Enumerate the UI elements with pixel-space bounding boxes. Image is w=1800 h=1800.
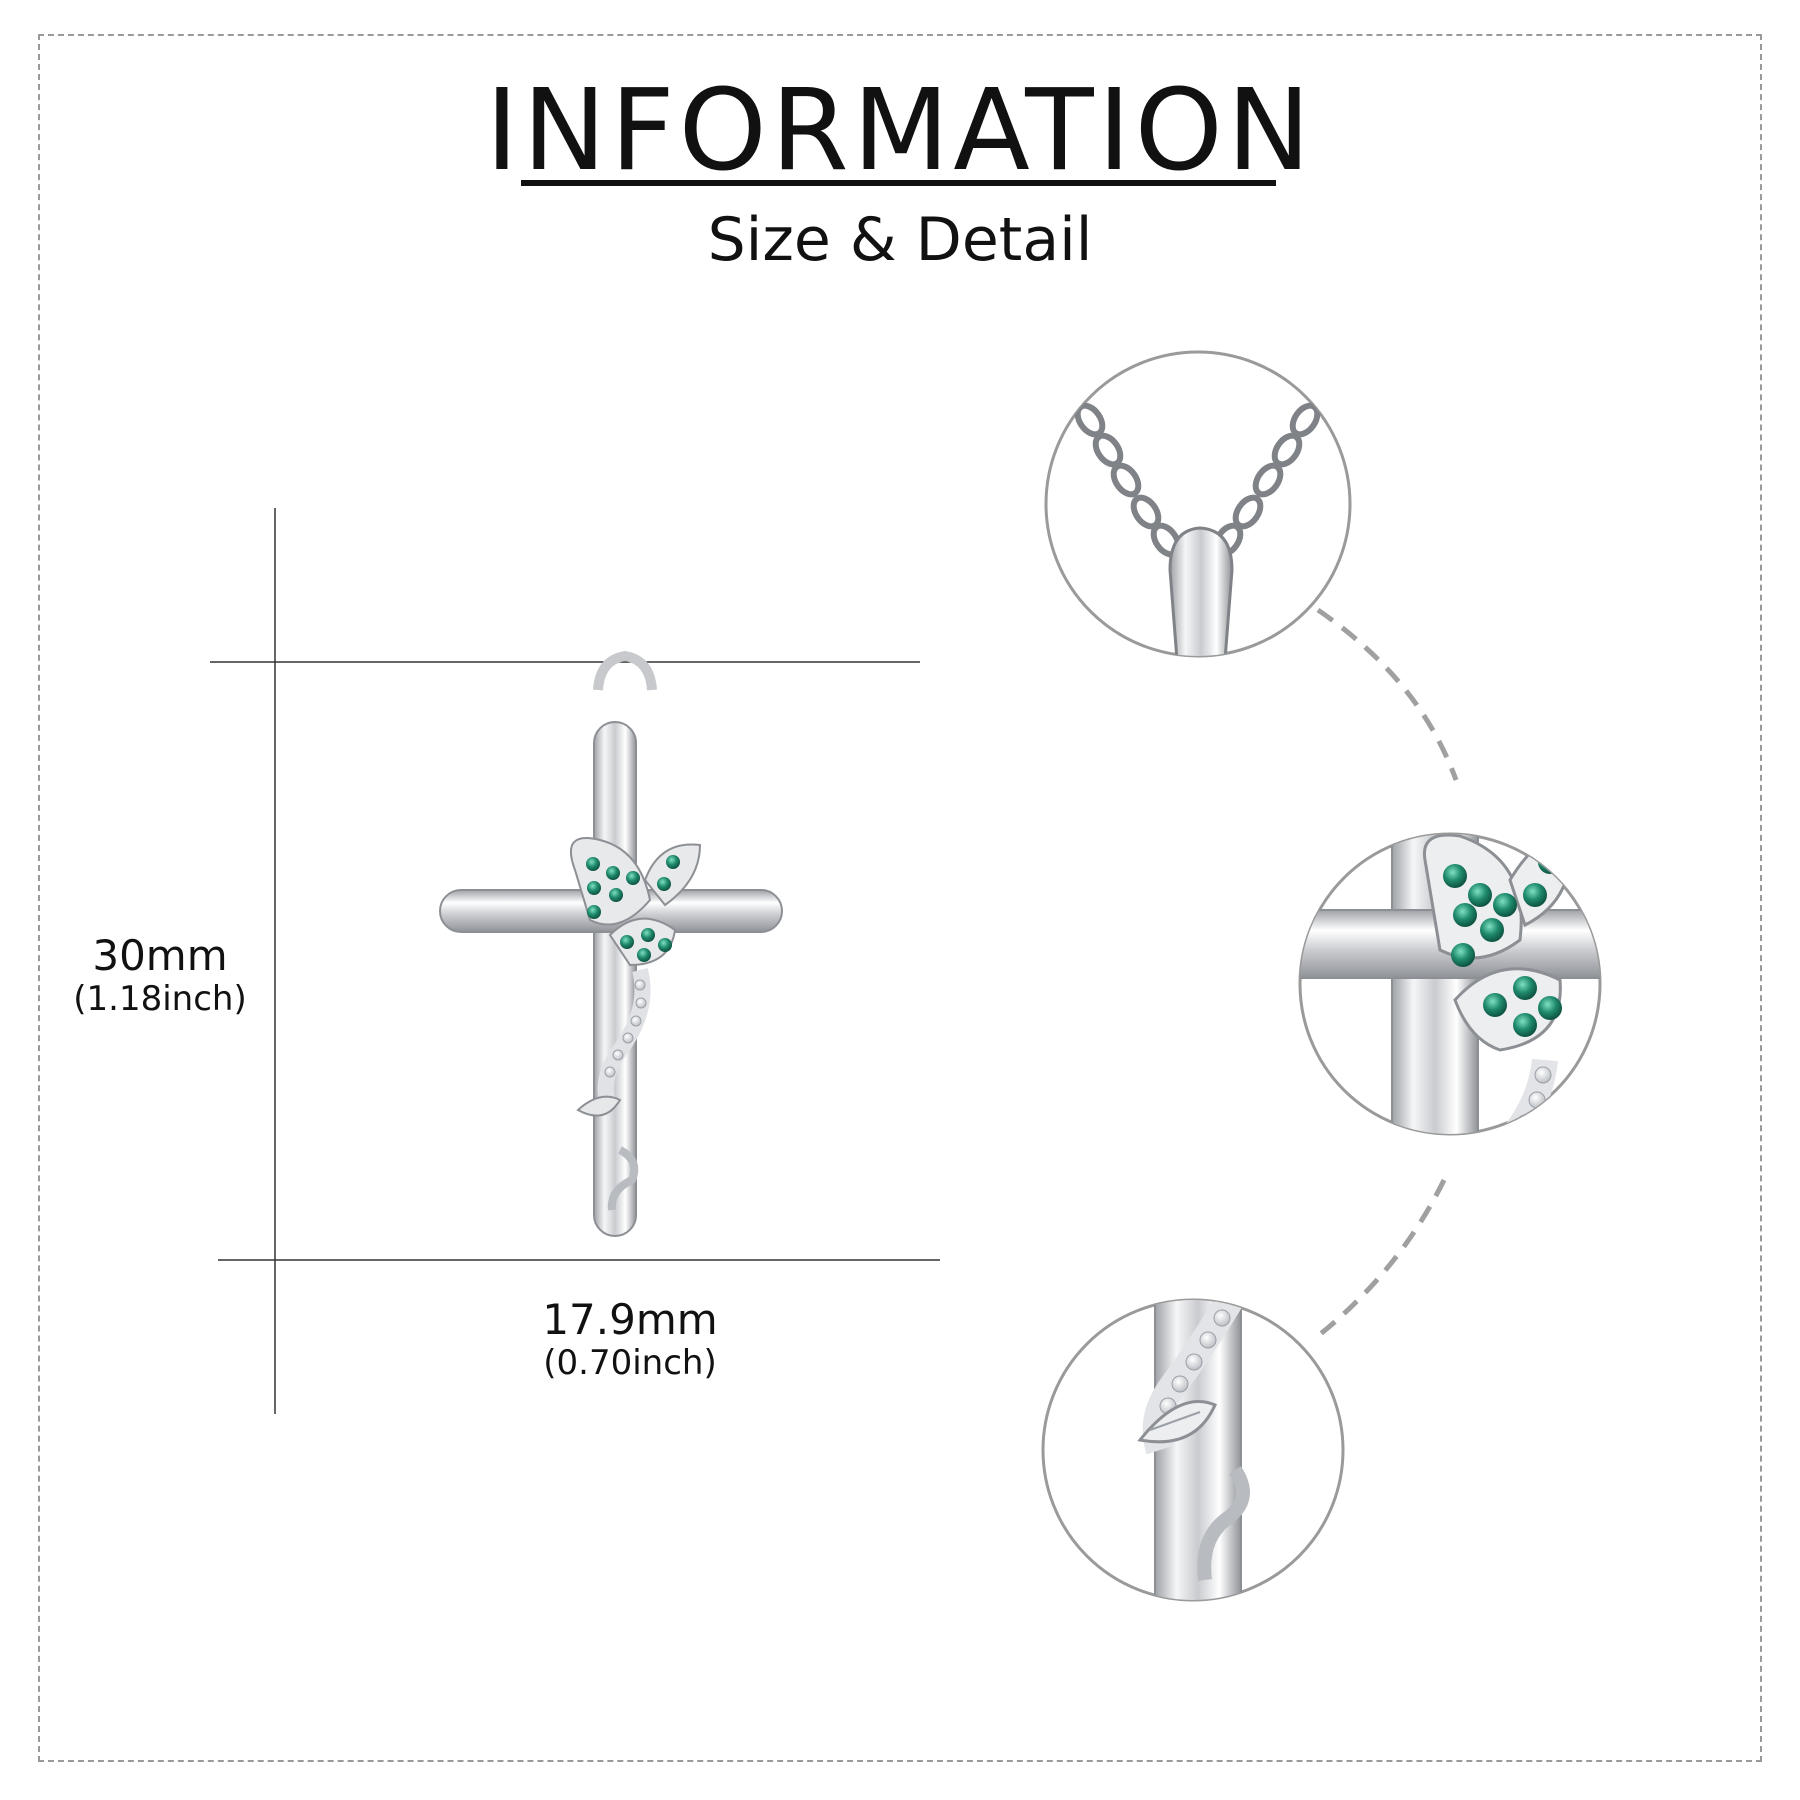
page-title: INFORMATION [485,66,1315,196]
vine-leaf-detail [1041,1298,1345,1602]
title-underline [521,180,1276,186]
height-inch: (1.18inch) [73,979,247,1020]
butterfly-detail [1298,832,1602,1136]
height-label: 30mm (1.18inch) [60,931,260,1020]
chain-bail-detail [1044,350,1352,658]
detail-connectors [1316,607,1459,1338]
dimension-guides [210,508,940,1414]
width-label: 17.9mm (0.70inch) [530,1295,730,1384]
width-mm: 17.9mm [542,1295,718,1344]
page-subtitle: Size & Detail [707,205,1093,275]
dashed-frame [38,34,1762,1762]
height-mm: 30mm [92,931,228,980]
cross-pendant-icon [439,650,783,1237]
width-inch: (0.70inch) [543,1343,717,1384]
